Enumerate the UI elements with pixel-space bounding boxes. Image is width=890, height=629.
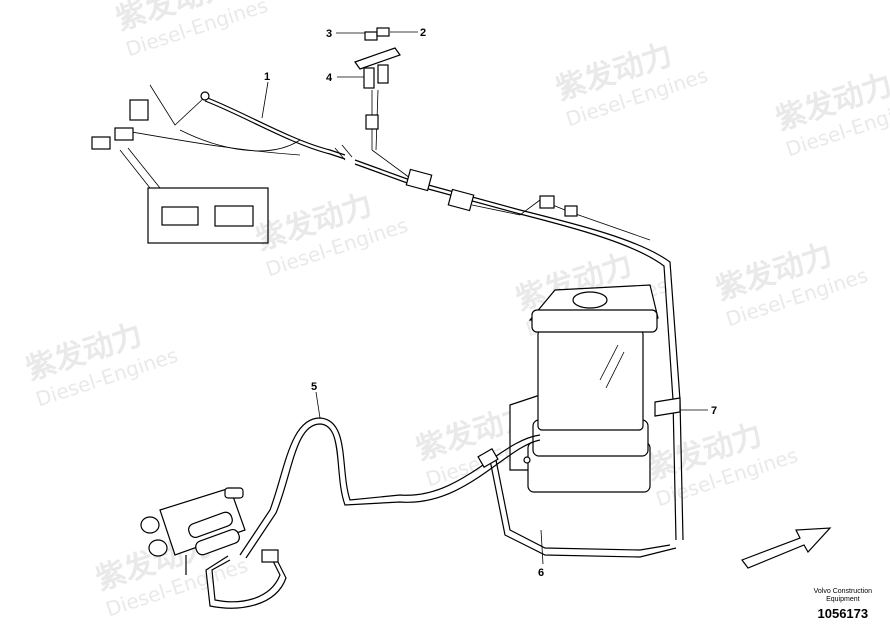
callout-2: 2 xyxy=(420,27,426,39)
valve-block xyxy=(140,487,246,575)
callout-5: 5 xyxy=(311,381,317,393)
callout-1: 1 xyxy=(264,71,270,83)
company-line-1: Volvo Construction xyxy=(813,588,872,595)
part-number: 1056173 xyxy=(817,606,869,621)
callout-3: 3 xyxy=(326,28,332,40)
switch-assembly xyxy=(354,27,401,89)
company-line-2: Equipment xyxy=(826,596,860,603)
footer-info: Volvo Construction Equipment 1056173 xyxy=(814,588,872,621)
callout-6: 6 xyxy=(538,567,544,579)
connector-detail-inset xyxy=(119,147,269,244)
direction-arrow xyxy=(741,527,832,569)
callouts: 1 2 3 4 5 6 7 xyxy=(261,27,717,579)
hoses xyxy=(205,397,681,609)
callout-7: 7 xyxy=(711,405,717,417)
wiring-harness xyxy=(91,84,684,541)
callout-4: 4 xyxy=(326,72,333,84)
reservoir-tank xyxy=(509,284,659,493)
